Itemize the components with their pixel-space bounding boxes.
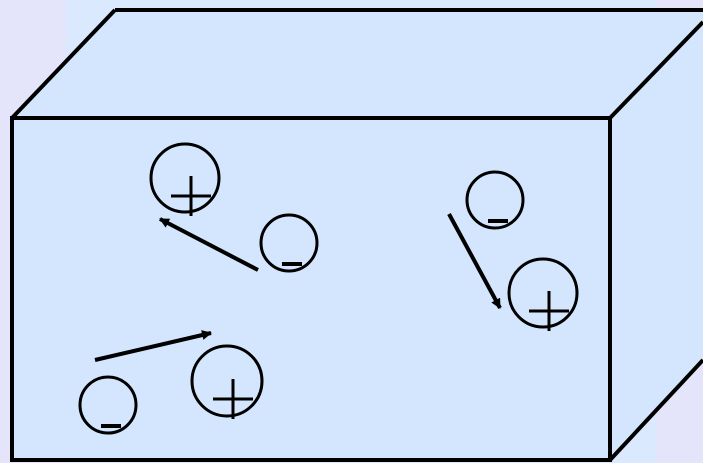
box-top-left-edge — [10, 8, 117, 120]
box-front-edge — [10, 116, 612, 462]
particle-negative-p5 — [465, 170, 525, 230]
particle-positive-p1 — [149, 142, 221, 216]
box-outline — [10, 8, 703, 462]
arrow-a3 — [94, 330, 212, 362]
plus-sign-icon — [529, 291, 569, 331]
particle-circle — [465, 170, 525, 230]
particle-circle — [259, 213, 319, 273]
plus-sign-icon — [171, 176, 211, 216]
particle-circle — [507, 257, 579, 329]
arrow-a2 — [447, 213, 502, 309]
arrows-layer — [94, 213, 502, 362]
box-front-face — [12, 118, 610, 460]
particle-circle — [149, 142, 221, 214]
particles-layer — [78, 142, 579, 435]
particle-positive-p6 — [507, 257, 579, 331]
plus-sign-icon — [213, 379, 253, 419]
box-right-face — [610, 22, 703, 460]
particle-negative-p3 — [78, 375, 138, 435]
particle-negative-p2 — [259, 213, 319, 273]
box-top-right-edge — [608, 20, 703, 120]
particle-circle — [78, 375, 138, 435]
box-top-face — [12, 10, 703, 118]
particle-circle — [190, 344, 264, 418]
arrow-a1 — [159, 217, 259, 272]
box-bottom-right-edge — [608, 358, 703, 462]
particle-positive-p4 — [190, 344, 264, 419]
